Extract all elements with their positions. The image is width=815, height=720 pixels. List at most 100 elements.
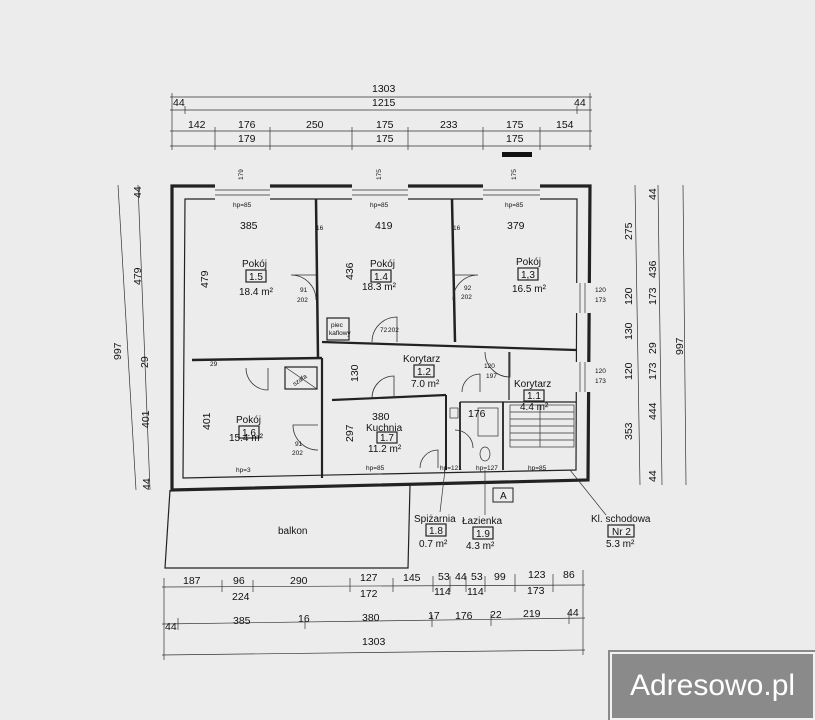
dim-bot-22: 22 [490, 609, 502, 621]
room-1-6-area: 15.4 m² [229, 433, 264, 444]
window-dim-175b: 175 [511, 169, 518, 180]
dim-top-142: 142 [188, 119, 206, 131]
stove-label-2: kaflowy [329, 330, 351, 337]
dim-right-275: 275 [623, 222, 635, 240]
door-h-4: 202 [388, 327, 399, 334]
room-1-2-height: 130 [349, 364, 361, 382]
dim-top-44-left: 44 [173, 97, 185, 109]
door-w-3: 91 [295, 441, 303, 448]
dim-top-176: 176 [238, 119, 256, 131]
hp-label-2: hp=85 [370, 202, 389, 209]
hp-label-7: hp=127 [476, 465, 498, 472]
dim-top-175d: 175 [506, 133, 524, 145]
dim-bot-16: 16 [298, 613, 310, 625]
dim-bot-172: 172 [360, 588, 378, 600]
hp-label-5: hp=85 [366, 465, 385, 472]
room-1-3-name: Pokój [516, 257, 541, 268]
room-1-4-area: 18.3 m² [362, 282, 397, 293]
stove-label: piec [331, 322, 344, 329]
dim-top-175c: 175 [376, 133, 394, 145]
door-h-2: 202 [461, 294, 472, 301]
staircase-symbol [509, 404, 575, 448]
hp-label-1: hp=85 [233, 202, 252, 209]
dim-left-44a: 44 [132, 186, 144, 198]
room-1-2-name: Korytarz [403, 354, 440, 365]
room-1-7-name: Kuchnia [366, 423, 403, 434]
dim-bot-224: 224 [232, 591, 250, 603]
window-w-r1: 120 [595, 287, 606, 294]
room-1-2-area: 7.0 m² [411, 379, 440, 390]
room-1-6-num: 1.6 [242, 428, 256, 439]
door-h-5: 197 [486, 373, 497, 380]
dim-left-29: 29 [139, 356, 151, 368]
room-1-9-num: 1.9 [476, 529, 490, 540]
wall-16a: 16 [316, 225, 324, 232]
dim-top-44-right: 44 [574, 97, 586, 109]
dim-top-154: 154 [556, 119, 574, 131]
bottom-dimensions: 187 96 290 127 145 53 44 53 99 123 86 22… [161, 569, 586, 660]
dim-right-173b: 173 [647, 362, 659, 380]
dim-bot-17: 17 [428, 610, 440, 622]
dim-bot-219: 219 [523, 608, 541, 620]
room-1-5-name: Pokój [242, 259, 267, 270]
dim-left-44b: 44 [141, 478, 153, 490]
room-1-9-name: Łazienka [462, 516, 502, 527]
room-1-1-num: 1.1 [527, 391, 541, 402]
window-dim-179: 179 [238, 169, 245, 180]
dim-right-444: 444 [647, 402, 659, 420]
dim-right-997: 997 [674, 337, 686, 355]
room-1-6-name: Pokój [236, 415, 261, 426]
dim-right-29: 29 [647, 342, 659, 354]
top-dimensions: 1303 44 1215 44 142 176 250 175 233 175 … [170, 83, 592, 150]
door-w-4: 72 [380, 327, 388, 334]
room-1-2-num: 1.2 [417, 367, 431, 378]
dim-top-179: 179 [238, 133, 256, 145]
window-h-r2: 173 [595, 378, 606, 385]
section-marker: A [492, 487, 514, 503]
room-1-6-height: 401 [201, 412, 213, 430]
room-1-5-num: 1.5 [249, 272, 263, 283]
room-1-9-width: 176 [468, 408, 486, 420]
dim-bot-187: 187 [183, 575, 201, 587]
dim-right-173a: 173 [647, 287, 659, 305]
room-1-3-width: 379 [507, 220, 525, 232]
dim-bot-123: 123 [528, 569, 546, 581]
dim-bot-173: 173 [527, 585, 545, 597]
room-1-7-height: 297 [344, 424, 356, 442]
dim-left-479: 479 [132, 267, 144, 285]
dim-total-top: 1303 [372, 83, 396, 95]
dim-bot-53b: 53 [471, 571, 483, 583]
balcony: balkon [164, 484, 411, 569]
room-1-1-area: 4.4 m² [520, 402, 549, 413]
staircase-area: 5.3 m² [606, 539, 635, 550]
dim-bot-86: 86 [563, 569, 575, 581]
room-1-8-area: 0.7 m² [419, 539, 448, 550]
window-dim-175a: 175 [376, 169, 383, 180]
room-1-7-area: 11.2 m² [368, 444, 402, 455]
dim-bot-380: 380 [362, 612, 380, 624]
wall-29: 29 [210, 361, 218, 368]
room-1-9-area: 4.3 m² [466, 541, 495, 552]
door-h-1: 202 [297, 297, 308, 304]
window-h-r1: 173 [595, 297, 606, 304]
room-1-8-name: Spiżarnia [414, 514, 456, 525]
section-letter: A [500, 491, 507, 502]
door-h-3: 202 [292, 450, 303, 457]
room-1-7-num: 1.7 [380, 433, 394, 444]
dim-top-1215: 1215 [372, 97, 396, 109]
left-dimensions: 997 479 44 29 401 44 [112, 184, 153, 491]
dim-top-250: 250 [306, 119, 324, 131]
right-dimensions: 275 436 120 173 130 29 120 173 997 44 44… [623, 184, 687, 486]
dim-bot-53a: 53 [438, 571, 450, 583]
door-w-2: 92 [464, 285, 472, 292]
room-1-4-name: Pokój [370, 259, 395, 270]
room-1-5-height: 479 [199, 270, 211, 288]
dim-bot-99: 99 [494, 571, 506, 583]
room-1-3-area: 16.5 m² [512, 284, 547, 295]
staircase-name: Kl. schodowa [591, 514, 651, 525]
hp-label-4: hp=3 [236, 467, 251, 474]
room-1-1-name: Korytarz [514, 379, 551, 390]
dim-right-353: 353 [623, 422, 635, 440]
dim-top-175a: 175 [376, 119, 394, 131]
